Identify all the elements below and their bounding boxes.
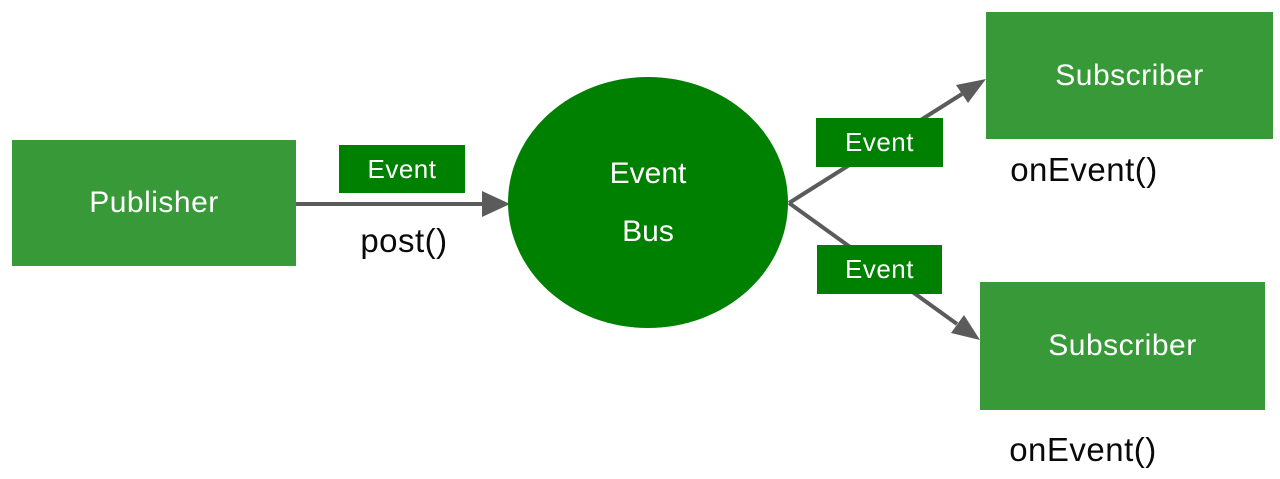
subscriber-bottom-label: Subscriber bbox=[1048, 329, 1197, 362]
event-tag-deliver-top: Event bbox=[816, 118, 943, 167]
post-method-label: post() bbox=[360, 222, 448, 259]
onevent-method-label-bottom: onEvent() bbox=[1009, 431, 1157, 468]
event-tag-deliver-top-label: Event bbox=[845, 127, 914, 157]
publish-arrow bbox=[296, 191, 510, 217]
onevent-method-label-top: onEvent() bbox=[1010, 151, 1158, 188]
subscriber-top-label: Subscriber bbox=[1055, 58, 1204, 92]
event-tag-publish: Event bbox=[339, 145, 465, 193]
event-bus-label-line2: Bus bbox=[622, 214, 674, 248]
event-tag-deliver-bottom: Event bbox=[817, 245, 942, 294]
subscriber-box-top: Subscriber bbox=[986, 12, 1273, 139]
subscriber-box-bottom: Subscriber bbox=[980, 282, 1265, 410]
event-bus-circle: Event Bus bbox=[508, 77, 788, 328]
event-bus-label-line1: Event bbox=[609, 156, 687, 190]
event-tag-deliver-bottom-label: Event bbox=[845, 254, 914, 284]
event-tag-publish-label: Event bbox=[367, 153, 437, 184]
publisher-label: Publisher bbox=[89, 186, 219, 219]
publisher-box: Publisher bbox=[12, 140, 296, 266]
